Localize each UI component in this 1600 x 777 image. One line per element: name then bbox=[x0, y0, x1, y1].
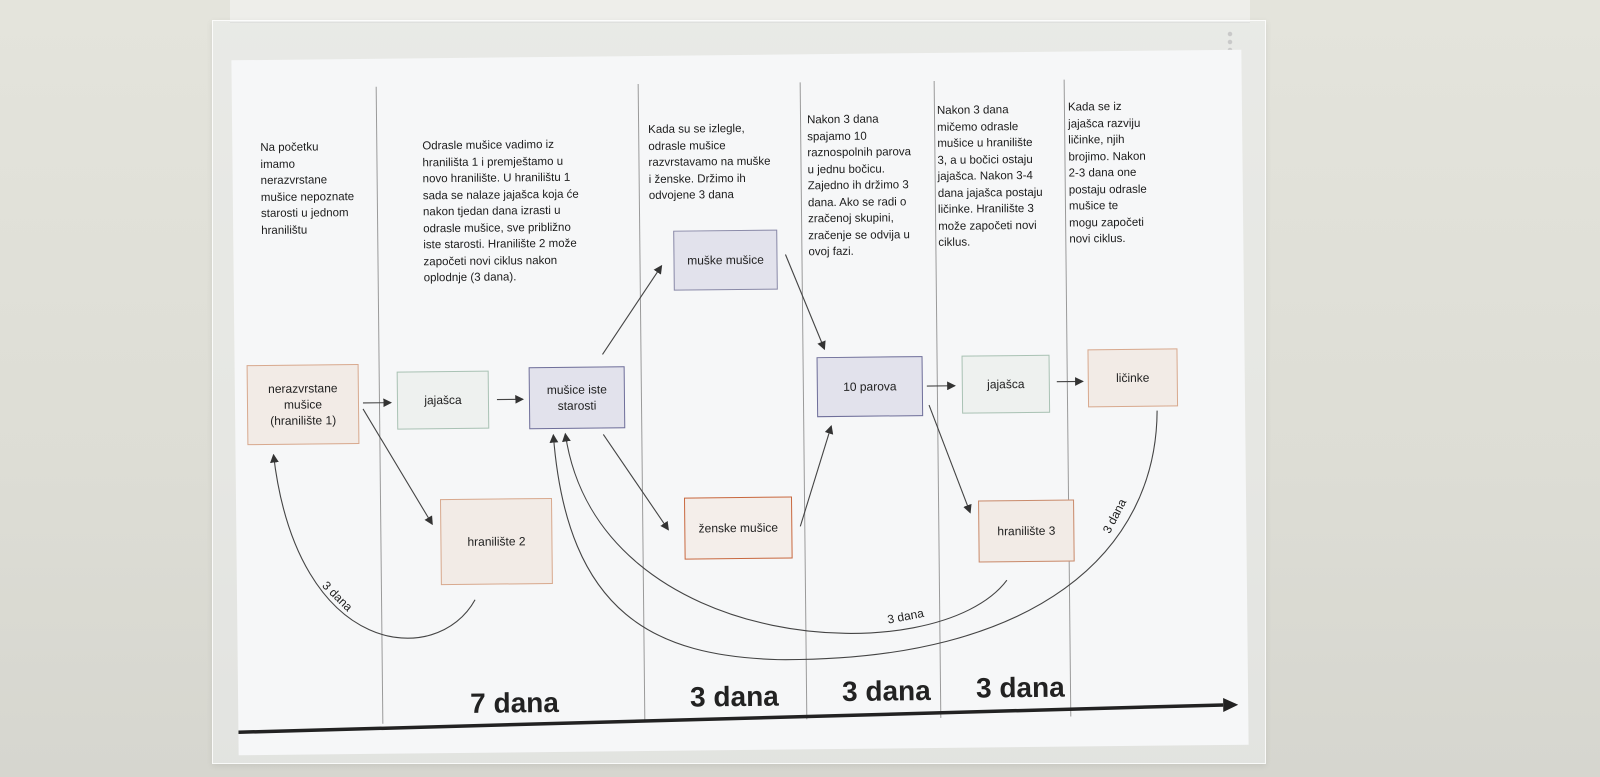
arc-larvae-to-same-age bbox=[549, 410, 1158, 661]
arrow bbox=[799, 424, 834, 527]
arc-feeder3-to-same-age bbox=[562, 432, 1008, 634]
arrow bbox=[928, 404, 972, 514]
flow-arrows bbox=[238, 254, 1239, 735]
duration-3-days-b: 3 dana bbox=[841, 675, 931, 707]
duration-3-days-a: 3 dana bbox=[689, 680, 779, 713]
timeline-arrowhead bbox=[1223, 697, 1239, 712]
timeline-axis bbox=[238, 703, 1224, 735]
arc-feeder2-to-feeder1 bbox=[270, 453, 476, 639]
arrow bbox=[602, 434, 669, 531]
duration-3-days-c: 3 dana bbox=[975, 671, 1065, 704]
duration-7-days: 7 dana bbox=[469, 686, 559, 719]
arrow bbox=[362, 408, 433, 526]
arrow bbox=[602, 264, 663, 355]
arrow bbox=[784, 254, 826, 351]
process-diagram-sheet: Na početku imamo nerazvrstane mušice nep… bbox=[231, 49, 1249, 756]
